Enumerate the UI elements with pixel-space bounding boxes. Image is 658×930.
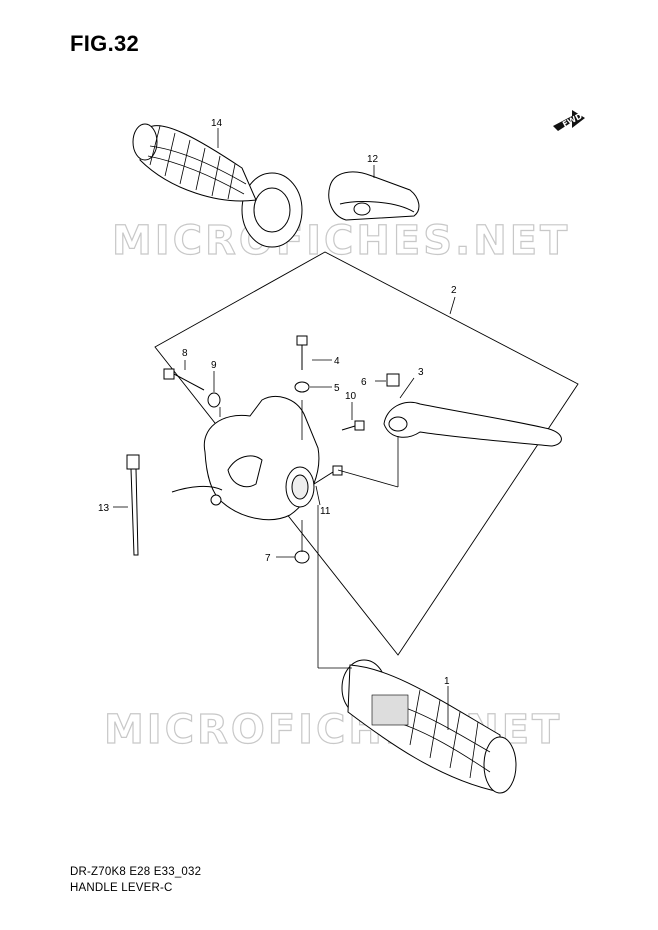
callout-2: 2 — [451, 285, 457, 296]
part-11-bolt — [313, 465, 343, 485]
part-14-grip — [132, 123, 303, 248]
part-4-screw — [296, 335, 308, 370]
part-5-washer — [294, 381, 310, 393]
part-1-throttle-grip — [341, 659, 517, 794]
section-name: HANDLE LEVER-C — [70, 882, 173, 894]
model-code: DR-Z70K8 E28 E33_032 — [70, 866, 202, 878]
part-3-lever — [383, 401, 562, 447]
part-8-bolt — [163, 368, 205, 391]
fwd-arrow-icon: FWD — [553, 110, 585, 131]
callout-10: 10 — [345, 391, 357, 402]
watermark-top: MICROFICHES.NET — [112, 218, 570, 264]
callout-7: 7 — [265, 553, 271, 564]
callout-14: 14 — [211, 118, 223, 129]
part-10-screw — [341, 420, 365, 431]
assembly-box-outline — [154, 251, 579, 656]
callout-11: 11 — [320, 506, 331, 517]
figure-title: FIG.32 — [70, 31, 140, 56]
callout-5: 5 — [334, 383, 340, 394]
callout-9: 9 — [211, 360, 217, 371]
callout-1: 1 — [444, 676, 450, 687]
callout-13: 13 — [98, 503, 110, 514]
part-6-collar — [386, 373, 400, 387]
callout-4: 4 — [334, 356, 340, 367]
callout-8: 8 — [182, 348, 188, 359]
part-13-cable-tie — [126, 454, 140, 556]
callout-3: 3 — [418, 367, 424, 378]
leader-lines — [113, 128, 456, 730]
lever-perch-housing — [171, 396, 320, 521]
callout-12: 12 — [367, 154, 379, 165]
part-7-nut — [294, 550, 310, 564]
part-12-cover — [328, 171, 420, 221]
part-9-nut — [207, 392, 221, 408]
guide-lines — [219, 400, 399, 669]
callout-6: 6 — [361, 377, 367, 388]
